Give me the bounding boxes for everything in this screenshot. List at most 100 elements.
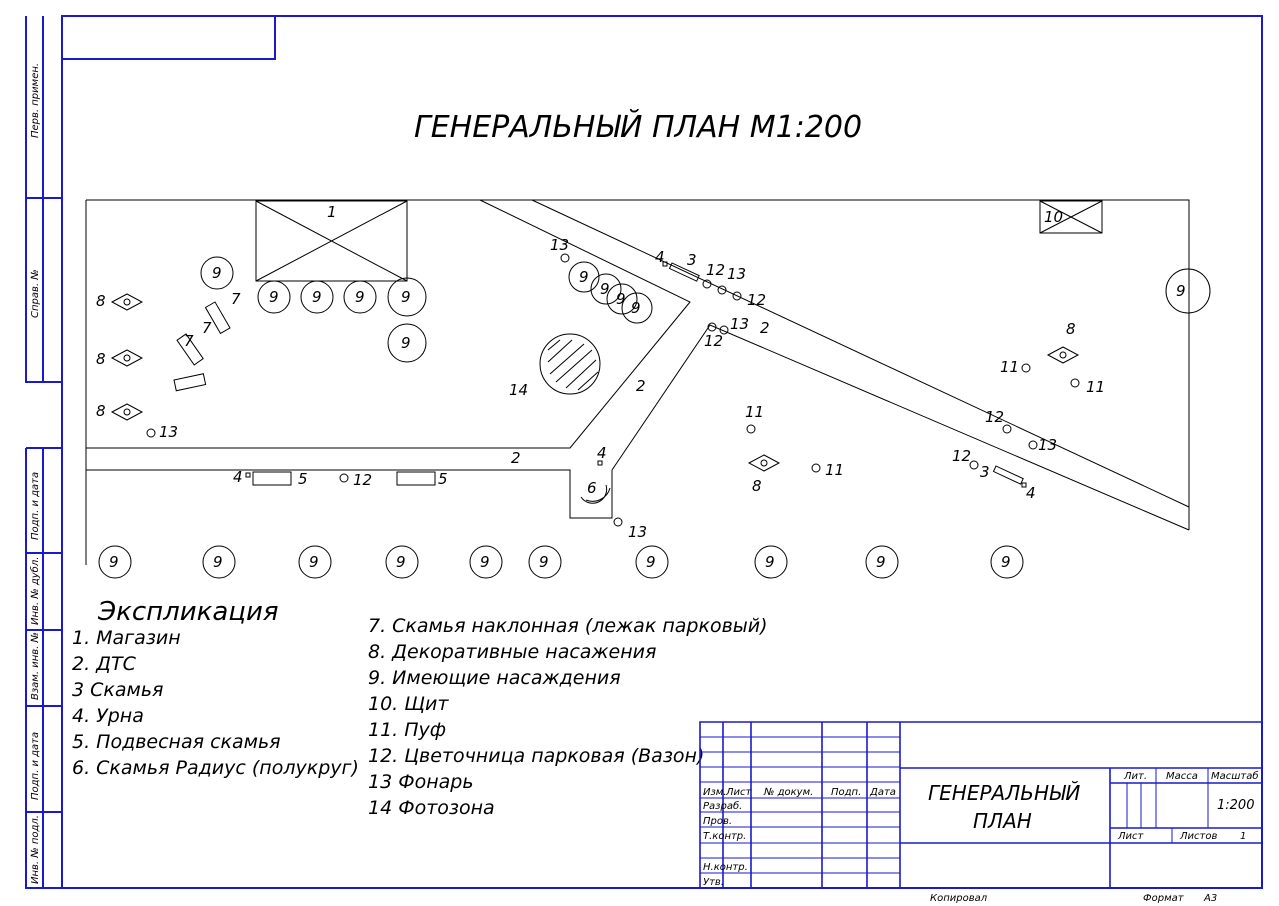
svg-text:13: 13 [730,315,749,333]
svg-text:9: 9 [309,553,319,571]
path-2-diagonal [531,199,1190,508]
tb-format-value: А3 [1203,893,1217,904]
svg-text:4: 4 [597,444,607,462]
tb-role: Разраб. [703,800,742,812]
legend-item: 10. Щит [368,693,449,715]
site-plan: 1 10 9 9 9 9 9 9 9 9 9 9 9 8 8 8 8 8 7 7… [85,199,1211,579]
svg-text:9: 9 [401,334,411,352]
corner-stamp [62,16,276,60]
tb-header: Дата [869,787,896,798]
svg-text:7: 7 [231,290,241,308]
path-2-upper [86,199,691,449]
svg-text:9: 9 [1176,282,1186,300]
svg-text:10: 10 [1044,208,1063,226]
svg-text:2: 2 [636,377,646,395]
svg-text:8: 8 [96,292,106,310]
tb-sheets: Листов [1179,831,1217,842]
page-title: ГЕНЕРАЛЬНЫЙ ПЛАН М1:200 [414,109,862,145]
svg-text:9: 9 [401,288,411,306]
svg-text:14: 14 [509,381,528,399]
svg-text:9: 9 [539,553,549,571]
side-margin: Перв. примен. Справ. № Подп. и дата Инв.… [25,16,62,889]
hanging-bench-2 [396,471,436,486]
path-2-lower [86,324,1190,531]
radius-bench [580,484,608,504]
legend-item: 2. ДТС [72,653,137,675]
tb-name-line1: ГЕНЕРАЛЬНЫЙ [928,781,1080,805]
svg-text:2: 2 [511,449,521,467]
legend-heading: Экспликация [97,597,279,627]
svg-text:9: 9 [269,288,279,306]
svg-text:3: 3 [980,463,990,481]
svg-text:12: 12 [704,332,723,350]
plan-number-labels: 1 10 9 9 9 9 9 9 9 9 9 9 9 8 8 8 8 8 7 7… [96,203,1186,571]
small-elements [146,253,1080,527]
svg-text:13: 13 [159,423,178,441]
tb-header: Изм. [703,787,727,798]
svg-text:4: 4 [1026,484,1036,502]
svg-text:2: 2 [760,319,770,337]
shop-building [255,200,408,282]
svg-text:9: 9 [396,553,406,571]
title-block: Изм. Лист № докум. Подп. Дата Разраб. Пр… [699,721,1262,904]
legend-item: 9. Имеющие насаждения [368,667,621,689]
svg-text:9: 9 [876,553,886,571]
tb-copied: Копировал [930,893,988,904]
tb-sheets-value: 1 [1240,831,1246,842]
svg-text:9: 9 [109,553,119,571]
svg-text:5: 5 [438,470,448,488]
legend-item: 12. Цветочница парковая (Вазон) [368,745,704,767]
svg-text:9: 9 [579,268,589,286]
tb-scale-value: 1:200 [1217,798,1254,813]
svg-text:7: 7 [184,332,194,350]
svg-text:13: 13 [628,523,647,541]
svg-text:13: 13 [727,265,746,283]
tb-mass: Масса [1166,771,1198,782]
legend-item: 11. Пуф [368,719,446,741]
svg-text:9: 9 [600,280,610,298]
svg-text:9: 9 [616,290,626,308]
svg-text:11: 11 [745,403,764,421]
svg-text:12: 12 [706,261,725,279]
svg-text:3: 3 [687,251,697,269]
svg-text:1: 1 [327,203,337,221]
hanging-bench-1 [252,471,292,486]
tb-format: Формат [1143,893,1185,904]
svg-text:9: 9 [480,553,490,571]
svg-text:4: 4 [655,248,665,266]
bench-3-bottom [992,465,1024,485]
legend-item: 3 Скамья [72,679,163,701]
decorative-plantings [110,293,1080,472]
tb-role: Пров. [703,816,732,827]
svg-text:6: 6 [587,479,597,497]
svg-text:13: 13 [1038,436,1057,454]
legend-item: 5. Подвесная скамья [72,731,281,753]
drawing-frame [61,15,1263,889]
bench-3-top [668,262,700,282]
side-label-inv-dubl: Инв. № дубл. [29,557,41,625]
svg-text:9: 9 [212,264,222,282]
legend-item: 1. Магазин [72,627,181,649]
svg-text:12: 12 [353,471,372,489]
board-shield [1039,200,1103,234]
side-label-podp1: Подп. и дата [30,472,41,540]
svg-text:8: 8 [96,402,106,420]
legend-item: 8. Декоративные насажения [368,641,656,663]
svg-text:12: 12 [747,291,766,309]
tb-role: Н.контр. [703,862,748,873]
photo-zone [539,333,601,395]
svg-text:4: 4 [233,468,243,486]
svg-text:11: 11 [1000,358,1019,376]
slanted-benches [173,301,231,392]
svg-text:12: 12 [952,447,971,465]
side-label-vzam: Взам. инв. № [30,632,41,700]
site-boundary [86,199,1190,530]
svg-text:8: 8 [752,477,762,495]
svg-text:9: 9 [355,288,365,306]
legend-item: 7. Скамья наклонная (лежак парковый) [368,615,768,637]
svg-text:9: 9 [213,553,223,571]
side-label-sprav: Справ. № [30,269,41,318]
tb-sheet: Лист [1117,831,1145,842]
svg-text:5: 5 [298,470,308,488]
